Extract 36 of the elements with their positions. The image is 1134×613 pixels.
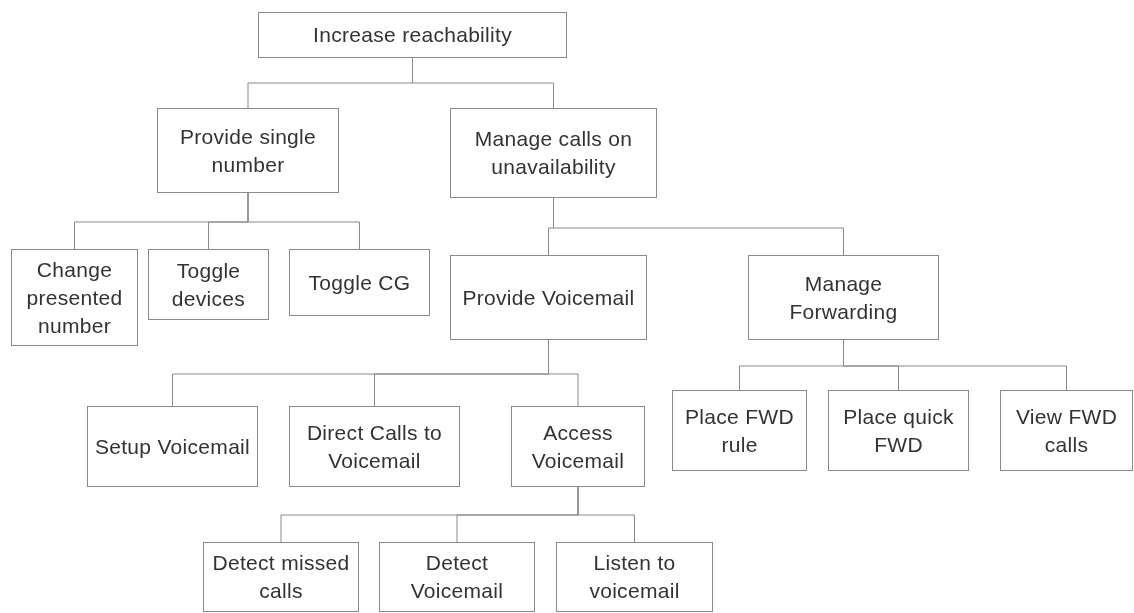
task-box — [672, 390, 807, 471]
task-box — [11, 249, 138, 346]
task-box — [289, 406, 460, 487]
task-label: Detect missed calls — [211, 550, 351, 604]
task-label: Toggle CG — [308, 269, 411, 296]
connector-line — [577, 486, 635, 543]
task-box — [1000, 390, 1133, 471]
task-box — [258, 12, 567, 58]
task-label: Manage Forwarding — [788, 270, 899, 325]
task-label: View FWD calls — [1014, 403, 1119, 458]
task-label: Provide Voicemail — [462, 284, 635, 311]
task-label: Toggle devices — [170, 257, 247, 312]
task-box — [450, 255, 647, 340]
task-label: Provide single number — [178, 123, 318, 178]
task-label: Increase reachability — [313, 22, 512, 48]
task-box — [157, 108, 339, 193]
task-label: Access Voicemail — [530, 419, 626, 474]
task-box — [511, 406, 645, 487]
task-label: Manage calls on unavailability — [473, 126, 634, 180]
task-box — [203, 542, 359, 612]
connector-line — [247, 192, 360, 250]
task-label: Place quick FWD — [842, 403, 955, 458]
task-box — [828, 390, 969, 471]
task-box — [379, 542, 535, 612]
task-label: Listen to voicemail — [588, 550, 681, 604]
task-label: Setup Voicemail — [94, 433, 251, 460]
task-label: Direct Calls to Voicemail — [305, 419, 444, 474]
task-label: Change presented number — [25, 256, 124, 339]
task-box — [748, 255, 939, 340]
task-label: Place FWD rule — [684, 403, 795, 458]
task-label: Detect Voicemail — [409, 550, 505, 604]
task-box — [289, 249, 430, 316]
task-box — [87, 406, 258, 487]
task-box — [148, 249, 269, 320]
task-box — [450, 108, 657, 198]
task-box — [556, 542, 713, 612]
